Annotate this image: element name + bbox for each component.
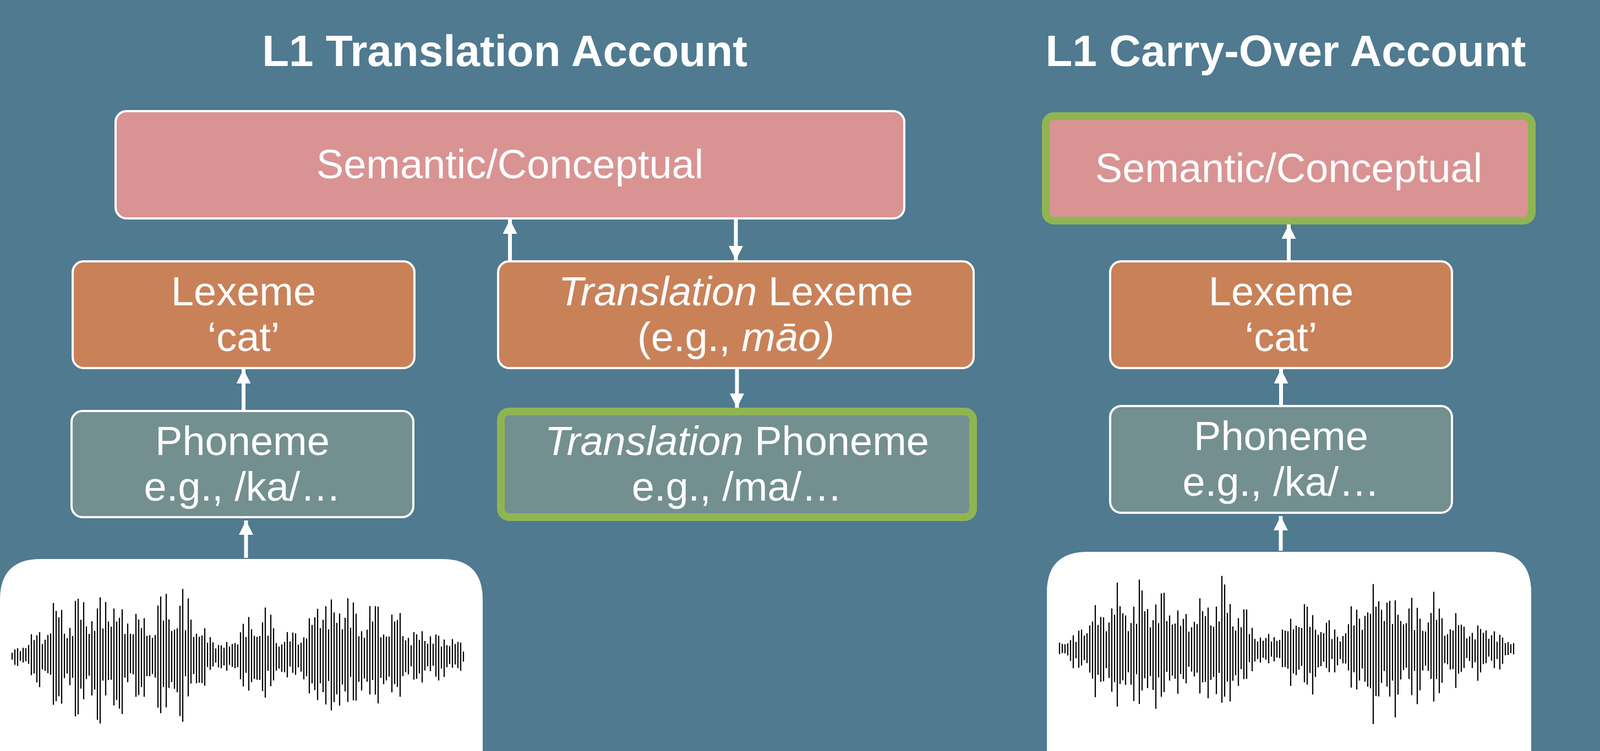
node-text: (e.g., māo) [637,314,835,361]
node-text: Translation Phoneme [544,418,930,465]
lexeme-box: Lexeme‘cat’ [1109,260,1454,370]
input-arrow [244,520,249,559]
flow-arrow [241,369,246,411]
phoneme-box: Phonemee.g., /ka/… [70,410,415,519]
phoneme-box: Translation Phonemee.g., /ma/… [497,407,977,522]
node-text: Lexeme [171,269,316,315]
semantic-box: Semantic/Conceptual [1041,112,1536,225]
node-text: Semantic/Conceptual [316,142,704,188]
panel-title: L1 Translation Account [261,29,748,74]
speech-waveform [1059,576,1514,725]
flow-arrow [735,369,740,408]
flow-arrow [734,219,739,261]
semantic-box: Semantic/Conceptual [114,110,906,220]
node-text: ‘cat’ [1244,314,1318,361]
node-text: e.g., /ka/… [144,464,342,511]
waveform-panel [1046,552,1532,751]
waveform-panel [0,559,483,751]
node-text: Semantic/Conceptual [1095,145,1483,192]
lexeme-box: Translation Lexeme(e.g., māo) [497,260,975,370]
node-text: Phoneme [1193,413,1369,460]
flow-arrow [1279,369,1283,406]
node-text: ‘cat’ [207,314,281,361]
node-text: e.g., /ka/… [1182,459,1380,506]
node-text: Translation Lexeme [558,269,914,315]
node-text: Phoneme [155,418,330,465]
node-text: Lexeme [1208,269,1354,315]
flow-arrow [1286,224,1291,261]
lexeme-box: Lexeme‘cat’ [71,260,416,370]
speech-waveform [12,588,464,724]
input-arrow [1279,516,1283,551]
node-text: e.g., /ma/… [631,464,843,511]
flow-arrow [508,219,512,261]
phoneme-box: Phonemee.g., /ka/… [1109,405,1454,515]
panel-title: L1 Carry-Over Account [1045,29,1527,74]
